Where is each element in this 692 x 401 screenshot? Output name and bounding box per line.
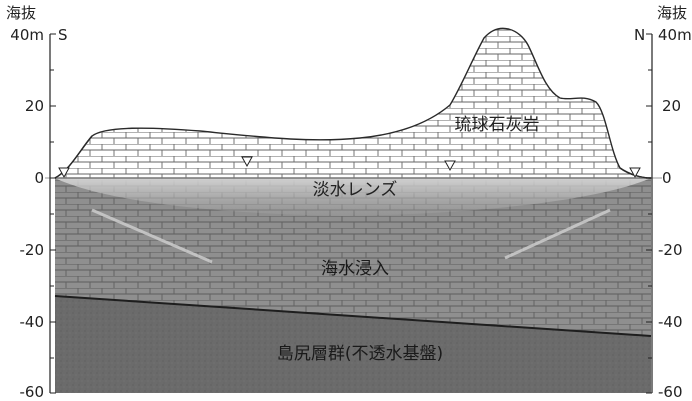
left-tick-minus60: -60 (20, 383, 45, 401)
seawater-intrusion-label: 海水浸入 (321, 259, 389, 279)
right-tick-0: 0 (662, 169, 672, 187)
freshwater-lens (55, 176, 651, 216)
left-tick-20: 20 (25, 97, 44, 115)
left-tick-minus40: -40 (20, 313, 45, 331)
left-axis-title: 海抜 (6, 4, 36, 22)
water-table-marker (629, 167, 641, 179)
seawater-intrusion-streak-right (504, 208, 611, 260)
limestone-label: 琉球石灰岩 (455, 115, 540, 135)
shore-slope-left (54, 135, 93, 179)
right-direction-label: N (634, 26, 645, 44)
freshwater-lens-label: 淡水レンズ (313, 180, 398, 200)
impermeable-basement (55, 296, 651, 393)
basement-boundary-line (54, 295, 652, 337)
right-tick-minus60: -60 (658, 383, 683, 401)
right-tick-20: 20 (662, 97, 681, 115)
right-axis-title: 海抜 (657, 4, 687, 22)
left-axis: 海抜 S 40m 20 0 -20 -40 -60 (6, 4, 68, 401)
right-axis: 海抜 N 40m 20 0 -20 -40 -60 (634, 4, 692, 401)
left-tick-minus20: -20 (20, 241, 45, 259)
right-tick-40: 40m (658, 26, 692, 44)
left-tick-0: 0 (34, 169, 44, 187)
left-direction-label: S (58, 26, 68, 44)
left-tick-40: 40m (10, 26, 44, 44)
water-table-marker (241, 156, 253, 168)
water-table-marker (444, 160, 456, 172)
seawater-intrusion-streak-left (91, 208, 213, 264)
ryukyu-limestone-body (54, 27, 652, 179)
right-tick-minus40: -40 (658, 313, 683, 331)
water-table-marker (58, 167, 70, 179)
right-tick-minus20: -20 (658, 241, 683, 259)
basement-label: 島尻層群(不透水基盤) (277, 344, 443, 364)
